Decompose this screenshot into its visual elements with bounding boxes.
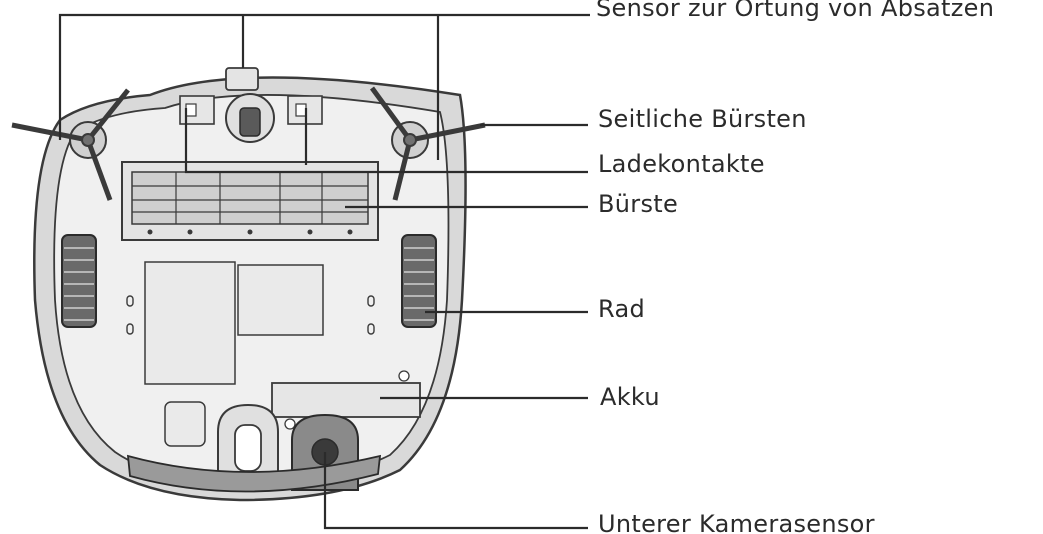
main-brush xyxy=(131,171,369,225)
side-brush-left xyxy=(11,88,130,201)
leader-lines xyxy=(58,13,590,530)
label-charging-contacts: Ladekontakte xyxy=(598,150,765,178)
label-side-brushes: Seitliche Bürsten xyxy=(598,105,807,133)
label-battery: Akku xyxy=(600,383,660,411)
label-brush: Bürste xyxy=(598,190,679,218)
rear-bumper-strip xyxy=(126,454,382,493)
wheel-left xyxy=(61,234,97,328)
center-panel-right xyxy=(237,264,324,336)
label-cliff-sensor: Sensor zur Ortung von Absätzen xyxy=(596,0,995,22)
wheel-right xyxy=(401,234,437,328)
side-brush-right xyxy=(369,86,486,201)
battery-cover xyxy=(271,382,421,418)
label-lower-camera-sensor: Unterer Kamerasensor xyxy=(598,510,875,534)
lower-component-box xyxy=(164,401,206,447)
cliff-sensor-top xyxy=(225,67,259,91)
center-panel-left xyxy=(144,261,236,385)
label-wheel: Rad xyxy=(598,295,645,323)
